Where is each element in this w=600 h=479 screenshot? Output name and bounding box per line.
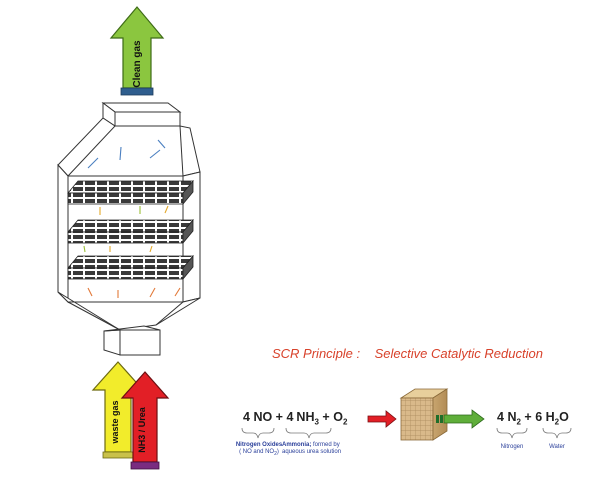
- clean-gas-arrow: Clean gas: [109, 6, 165, 96]
- waste-gas-arrow: waste gas: [91, 361, 145, 459]
- reaction-arrow-in: [367, 410, 397, 428]
- catalyst-layer-2: [67, 218, 194, 245]
- clean-gas-nozzle: [120, 87, 154, 96]
- upper-hood: [57, 117, 201, 177]
- nox-formula: NO: [253, 410, 273, 424]
- nox-coefficient: 4: [243, 410, 250, 424]
- oxygen-subscript: 2: [342, 417, 348, 427]
- ammonia-formula: NH: [296, 410, 315, 424]
- plus-sign: +: [275, 410, 283, 424]
- waste-gas-label: waste gas: [110, 400, 120, 444]
- reaction-arrow-out: [436, 409, 485, 429]
- plus-sign: +: [524, 410, 532, 424]
- inlet-box-top: [103, 325, 161, 332]
- water-subscript: 2: [554, 417, 560, 427]
- water-coefficient: 6: [535, 410, 543, 424]
- nh3-nozzle: [130, 461, 160, 470]
- outlet-neck-top: [101, 102, 182, 113]
- ammonia-subscript: 3: [314, 417, 319, 427]
- nox-name: Nitrogen Oxides: [235, 442, 283, 448]
- flow-arrows: [83, 139, 181, 298]
- catalyst-layer-3: [67, 254, 194, 281]
- outlet-neck-front: [114, 111, 181, 127]
- waste-gas-nozzle: [102, 451, 134, 459]
- water-formula-suffix: O: [559, 410, 569, 424]
- nox-detail-end: ): [276, 449, 279, 455]
- nox-label: Nitrogen Oxides ( NO and NO2): [226, 442, 292, 458]
- water-formula: H: [545, 410, 555, 424]
- scr-principle-title: SCR Principle : Selective Catalytic Redu…: [272, 346, 543, 361]
- water-label: Water: [549, 444, 565, 450]
- title-main: SCR Principle :: [272, 346, 361, 361]
- nitrogen-coefficient: 4: [497, 410, 504, 424]
- oxygen-formula: O: [333, 410, 343, 424]
- plus-sign: +: [322, 410, 330, 424]
- ammonia-coefficient: 4: [286, 410, 294, 424]
- ammonia-name: Ammonia;: [282, 442, 312, 448]
- inlet-box-side: [103, 329, 121, 356]
- nitrogen-subscript: 2: [516, 417, 521, 427]
- column-left-side: [57, 163, 69, 304]
- nh3-urea-arrow: NH3 / Urea: [120, 371, 170, 470]
- nox-detail-sub: 2: [274, 451, 277, 458]
- formula-braces: [241, 427, 572, 439]
- nox-detail: ( NO and NO: [239, 449, 275, 455]
- products-equation: 4 N2 + 6 H2O: [497, 410, 569, 427]
- inlet-box-front: [119, 329, 161, 356]
- catalyst-cube-icon: [399, 388, 449, 441]
- clean-gas-label: Clean gas: [132, 40, 143, 88]
- catalyst-layer-1: [67, 179, 194, 206]
- title-sub: Selective Catalytic Reduction: [374, 346, 543, 361]
- nh3-urea-label: NH3 / Urea: [137, 406, 147, 453]
- ammonia-detail-b: aqueous urea solution: [282, 449, 342, 455]
- nitrogen-formula: N: [507, 410, 517, 424]
- nitrogen-label: Nitrogen: [500, 444, 524, 450]
- ammonia-detail-a: formed by: [313, 442, 340, 448]
- ammonia-label: Ammonia; formed by aqueous urea solution: [282, 442, 354, 456]
